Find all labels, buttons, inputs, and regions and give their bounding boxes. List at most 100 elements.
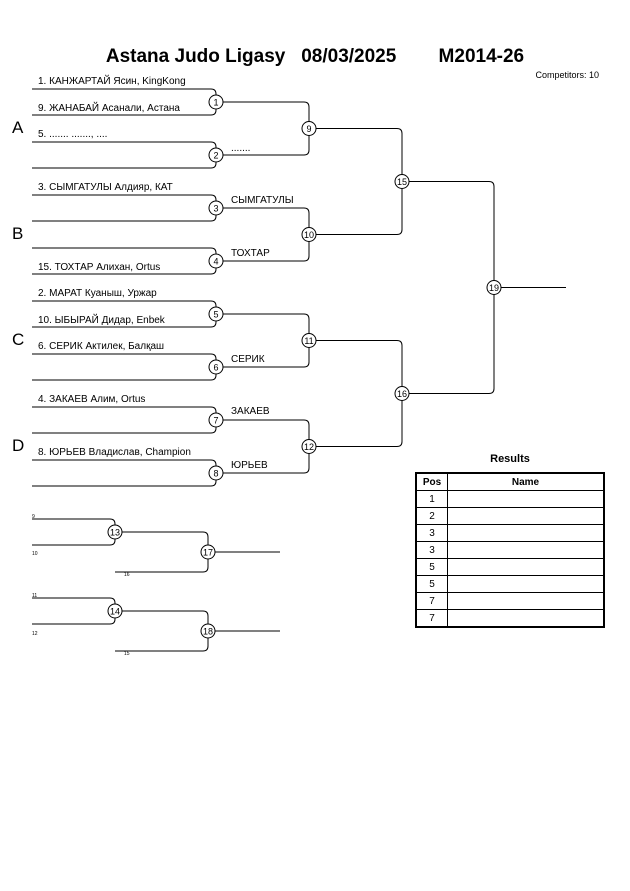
page-title: Astana Judo Ligasy 08/03/2025 M2014-26 (0, 46, 630, 68)
results-col-pos: Pos (415, 472, 448, 491)
entry-c2: 10. ЫБЫРАЙ Дидар, Enbek (38, 315, 165, 326)
result-pos: 3 (415, 541, 448, 559)
svg-text:6: 6 (213, 363, 218, 373)
svg-text:16: 16 (397, 389, 407, 399)
match-9-node: 9 (301, 121, 317, 136)
repechage-connector-18 (115, 610, 209, 652)
match-2-node: 2 (208, 147, 224, 163)
svg-text:2: 2 (213, 151, 218, 161)
weight-category: M2014-26 (438, 46, 525, 67)
result-pos: 3 (415, 524, 448, 542)
match-1-node: 1 (208, 94, 224, 110)
results-row: 2 (415, 507, 605, 525)
match-12-node: 12 (301, 439, 317, 454)
results-row: 5 (415, 558, 605, 576)
league-name: Astana Judo Ligasy (105, 46, 286, 67)
repechage-label-9: 9 (32, 514, 35, 520)
svg-text:9: 9 (306, 124, 311, 134)
result-name (447, 609, 605, 628)
round1-connector-8 (32, 459, 217, 487)
svg-text:1: 1 (213, 98, 218, 108)
result-pos: 7 (415, 609, 448, 628)
match-10-node: 10 (301, 227, 317, 242)
results-col-name: Name (447, 472, 605, 491)
result-name (447, 558, 605, 576)
entry-a1: 1. КАНЖАРТАЙ Ясин, KingKong (38, 76, 186, 87)
event-date: 08/03/2025 (301, 46, 397, 67)
pool-label-b: B (12, 224, 24, 243)
results-row: 3 (415, 524, 605, 542)
result-pos: 5 (415, 575, 448, 593)
match-14-node: 14 (107, 603, 123, 619)
match-11-node: 11 (301, 333, 317, 348)
repechage-connector-14 (32, 597, 116, 625)
round2-connector-9 (216, 101, 310, 156)
round1-connector-3 (32, 194, 217, 222)
results-row: 3 (415, 541, 605, 559)
match-18-node: 18 (200, 623, 216, 639)
winner-match-7: ЗАКАЕВ (231, 406, 270, 417)
match-19-node: 19 (486, 280, 502, 295)
results-row: 1 (415, 490, 605, 508)
svg-text:4: 4 (213, 257, 218, 267)
results-row: 7 (415, 592, 605, 610)
svg-text:11: 11 (304, 336, 313, 346)
svg-text:3: 3 (213, 204, 218, 214)
result-pos: 7 (415, 592, 448, 610)
results-row: 7 (415, 609, 605, 628)
match-5-node: 5 (208, 306, 224, 322)
svg-text:18: 18 (203, 627, 213, 637)
repechage-label-11: 11 (32, 593, 38, 599)
repechage-label-12: 12 (32, 631, 38, 637)
repechage-label-10: 10 (32, 551, 38, 557)
repechage-connector-17 (115, 531, 209, 573)
entry-c3: 6. СЕРИК Актилек, Балқаш (38, 341, 165, 352)
svg-text:8: 8 (213, 469, 218, 479)
final-connector-19 (402, 181, 495, 394)
pool-label-c: C (12, 330, 25, 349)
svg-text:19: 19 (489, 283, 499, 293)
repechage-label-16: 16 (124, 572, 130, 578)
winner-match-6: СЕРИК (231, 354, 265, 365)
svg-text:7: 7 (213, 416, 218, 426)
match-13-node: 13 (107, 524, 123, 540)
winner-match-4: ТОХТАР (231, 248, 270, 259)
competitors-count: Competitors: 10 (535, 70, 599, 80)
results-row: 5 (415, 575, 605, 593)
results-header-row: Pos Name (415, 472, 605, 491)
entry-a2: 9. ЖАНАБАЙ Асанали, Астана (38, 103, 180, 114)
semi-connector-15 (309, 128, 403, 235)
semi-connector-16 (309, 340, 403, 447)
entry-b1: 3. СЫМГАТУЛЫ Алдияр, КАТ (38, 182, 173, 193)
winner-match-8: ЮРЬЕВ (231, 460, 268, 471)
result-pos: 5 (415, 558, 448, 576)
results-title: Results (490, 453, 530, 465)
svg-text:10: 10 (304, 230, 314, 240)
svg-text:14: 14 (110, 607, 120, 617)
round1-connector-7 (32, 406, 217, 434)
result-name (447, 507, 605, 525)
pool-label-d: D (12, 436, 25, 455)
entry-c1: 2. МАРАТ Куаныш, Уржар (38, 288, 157, 299)
result-pos: 1 (415, 490, 448, 508)
result-pos: 2 (415, 507, 448, 525)
entry-d1: 4. ЗАКАЕВ Алим, Ortus (38, 394, 146, 405)
result-name (447, 575, 605, 593)
repechage-connector-13 (32, 518, 116, 546)
svg-text:12: 12 (304, 442, 314, 452)
result-name (447, 524, 605, 542)
result-name (447, 490, 605, 508)
winner-match-3: СЫМГАТУЛЫ (231, 195, 294, 206)
svg-text:5: 5 (213, 310, 218, 320)
round1-connector-2 (32, 141, 217, 169)
repechage-label-15: 15 (124, 651, 130, 657)
match-8-node: 8 (208, 465, 224, 481)
svg-text:17: 17 (203, 548, 213, 558)
match-6-node: 6 (208, 359, 224, 375)
result-name (447, 592, 605, 610)
results-table: Pos Name 1 2 3 3 5 5 7 7 (415, 472, 605, 628)
round1-connector-6 (32, 353, 217, 381)
match-16-node: 16 (394, 386, 410, 401)
pool-label-a: A (12, 118, 24, 137)
